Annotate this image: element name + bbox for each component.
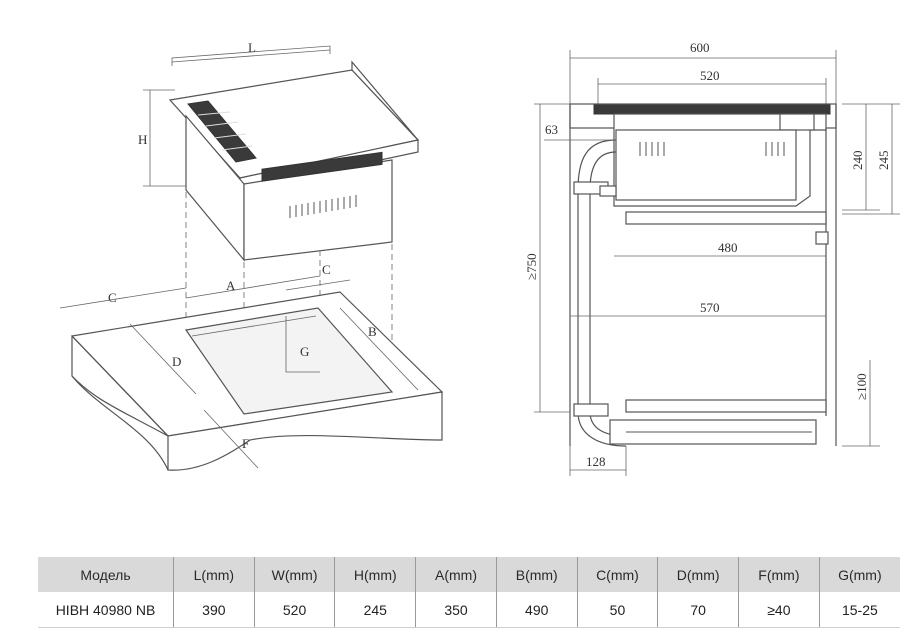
header-A: A(mm) bbox=[415, 557, 497, 592]
cell-G: 15-25 bbox=[818, 592, 900, 628]
label-B: B bbox=[368, 324, 377, 339]
cell-B: 490 bbox=[495, 592, 578, 628]
installation-diagram: L H bbox=[59, 40, 900, 476]
label-D: D bbox=[172, 354, 181, 369]
dim-63: 63 bbox=[545, 122, 558, 137]
cell-C: 50 bbox=[576, 592, 658, 628]
dim-240: 240 bbox=[850, 151, 865, 171]
label-G: G bbox=[300, 344, 309, 359]
dim-128: 128 bbox=[586, 454, 606, 469]
side-vents bbox=[639, 142, 785, 156]
cell-H: 245 bbox=[334, 592, 416, 628]
side-view: 600 520 bbox=[524, 40, 900, 476]
dim-570: 570 bbox=[700, 300, 720, 315]
header-C: C(mm) bbox=[576, 557, 658, 592]
table-header-row: Модель L(mm) W(mm) H(mm) A(mm) B(mm) C(m… bbox=[38, 557, 900, 592]
label-F: F bbox=[242, 436, 249, 451]
dim-245: 245 bbox=[876, 151, 891, 171]
dim-100: ≥100 bbox=[854, 373, 869, 400]
header-F: F(mm) bbox=[738, 557, 820, 592]
cell-F: ≥40 bbox=[738, 592, 820, 628]
isometric-view: L H bbox=[59, 40, 444, 471]
dim-750: ≥750 bbox=[524, 253, 539, 280]
dim-520: 520 bbox=[700, 68, 720, 83]
header-L: L(mm) bbox=[173, 557, 255, 592]
cell-L: 390 bbox=[173, 592, 255, 628]
header-B: B(mm) bbox=[495, 557, 578, 592]
header-H: H(mm) bbox=[334, 557, 416, 592]
cell-A: 350 bbox=[415, 592, 497, 628]
header-model: Модель bbox=[38, 557, 174, 592]
label-H: H bbox=[138, 132, 147, 147]
vent-slots bbox=[289, 195, 357, 218]
dim-600: 600 bbox=[690, 40, 710, 55]
header-W: W(mm) bbox=[253, 557, 335, 592]
label-A: A bbox=[226, 278, 236, 293]
label-C-left: C bbox=[108, 290, 117, 305]
header-D: D(mm) bbox=[657, 557, 739, 592]
label-L: L bbox=[248, 40, 256, 55]
dim-480: 480 bbox=[718, 240, 738, 255]
spec-table: Модель L(mm) W(mm) H(mm) A(mm) B(mm) C(m… bbox=[38, 557, 900, 628]
cell-W: 520 bbox=[253, 592, 335, 628]
label-C-right: C bbox=[322, 262, 331, 277]
table-row: HIBH 40980 NB 390 520 245 350 490 50 70 … bbox=[38, 592, 900, 628]
cell-D: 70 bbox=[657, 592, 739, 628]
cell-model: HIBH 40980 NB bbox=[38, 592, 174, 628]
header-G: G(mm) bbox=[818, 557, 900, 592]
